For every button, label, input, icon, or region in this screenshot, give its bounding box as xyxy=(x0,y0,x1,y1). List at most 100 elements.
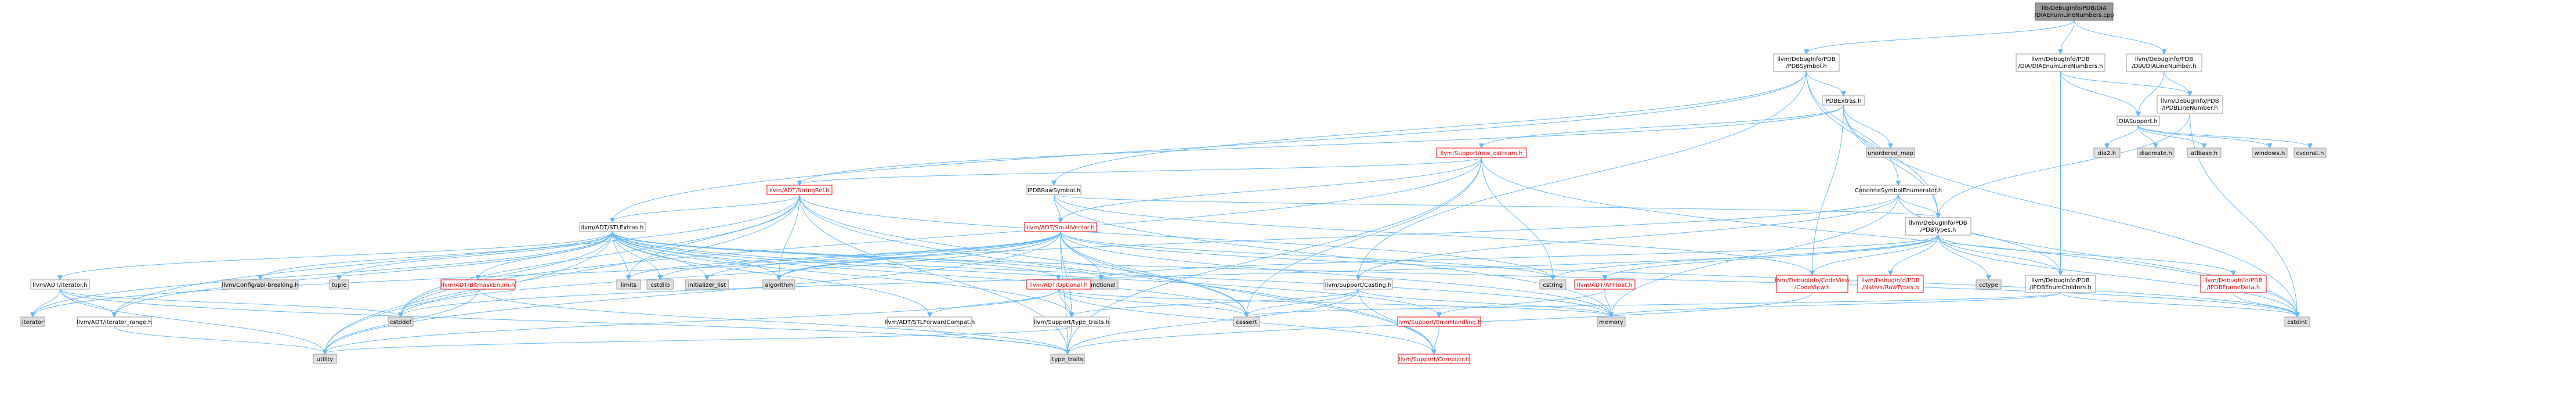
node-label-line: llvm/Support/Compiler.h xyxy=(1399,356,1469,363)
node-windows: windows.h xyxy=(2252,147,2288,158)
node-box xyxy=(1539,279,1566,290)
node-optional[interactable]: llvm/ADT/Optional.h xyxy=(1026,279,1091,290)
node-label-line: dia2.h xyxy=(2098,150,2116,157)
node-casting[interactable]: llvm/Support/Casting.h xyxy=(1323,279,1393,290)
edge-raw_ostream-to-cstring xyxy=(1481,157,1553,279)
node-label-line: llvm/DebugInfo/PDB xyxy=(2161,98,2219,105)
edge-smallvector-to-initializer_list xyxy=(707,231,1061,279)
edge-stlextras-to-cstdlib xyxy=(612,231,661,279)
node-label-line: windows.h xyxy=(2255,150,2285,157)
edge-iterator_h-to-iterator xyxy=(33,289,60,316)
edge-type_traits_h-to-utility xyxy=(325,326,1072,354)
node-nativerawtypes[interactable]: llvm/DebugInfo/PDB/Native/RawTypes.h xyxy=(1857,275,1924,293)
edge-concretesymbolenum-to-pdbtypes xyxy=(1898,194,1938,217)
node-functional: functional xyxy=(1084,279,1119,290)
node-stringref[interactable]: llvm/ADT/StringRef.h xyxy=(766,185,833,195)
edge-optional-to-cassert xyxy=(1058,289,1247,316)
node-compiler[interactable]: llvm/Support/Compiler.h xyxy=(1398,354,1470,364)
node-label-line: llvm/Support/raw_ostream.h xyxy=(1441,150,1523,157)
node-iterator_h[interactable]: llvm/ADT/iterator.h xyxy=(30,279,90,290)
edge-dialinenumber-to-ipdblinenumber xyxy=(2163,71,2190,95)
node-pdbtypes[interactable]: llvm/DebugInfo/PDB/PDBTypes.h xyxy=(1905,217,1971,236)
node-errorhandling[interactable]: llvm/Support/ErrorHandling.h xyxy=(1397,316,1482,327)
edge-stlextras-to-iterator xyxy=(33,231,613,316)
edge-smallvector-to-cassert xyxy=(1060,231,1247,316)
edge-smallvector-to-cstring xyxy=(1060,231,1553,279)
edge-root-to-diaenumlinenumbers xyxy=(2061,20,2075,53)
edge-ipdbrawsymbol-to-memory xyxy=(1054,194,1612,316)
node-label-line: cassert xyxy=(1236,319,1257,326)
node-apfloat[interactable]: llvm/ADT/APFloat.h xyxy=(1574,279,1636,290)
edge-smallvector-to-iterator xyxy=(33,231,1061,316)
node-box xyxy=(2116,116,2160,126)
node-box xyxy=(1397,316,1481,327)
edge-ipdbrawsymbol-to-pdbtypes xyxy=(1054,194,1938,217)
edge-smallvector-to-memory xyxy=(1060,231,1611,316)
edge-stlextras-to-iterator_h xyxy=(60,231,613,279)
node-ipdblinenumber[interactable]: llvm/DebugInfo/PDB/IPDBLineNumber.h xyxy=(2157,95,2223,114)
edge-stringref-to-cstddef xyxy=(401,194,800,316)
node-label-line: /DIA/DIAEnumLineNumbers.h xyxy=(2018,63,2103,70)
node-iterator_range[interactable]: llvm/ADT/iterator_range.h xyxy=(77,316,152,327)
node-type_traits: type_traits xyxy=(1050,354,1085,364)
node-box xyxy=(30,279,90,290)
node-box xyxy=(313,354,337,364)
node-label-line: cstdint xyxy=(2287,319,2307,326)
node-diasupport[interactable]: DIASupport.h xyxy=(2116,116,2160,126)
node-pdbextras[interactable]: PDBExtras.h xyxy=(1822,95,1865,106)
node-diaenumlinenumbers[interactable]: llvm/DebugInfo/PDB/DIA/DIAEnumLineNumber… xyxy=(2016,53,2105,72)
node-label-line: llvm/DebugInfo/PDB xyxy=(2204,278,2262,284)
node-cvconst: cvconst.h xyxy=(2293,147,2327,158)
edge-stringref-to-cstring xyxy=(799,194,1553,279)
node-box xyxy=(685,279,729,290)
node-dia2: dia2.h xyxy=(2093,147,2121,158)
node-concretesymbolenum[interactable]: ConcreteSymbolEnumerator.h xyxy=(1855,185,1942,195)
node-cassert: cassert xyxy=(1233,316,1260,327)
node-label-line: llvm/DebugInfo/PDB xyxy=(2031,56,2089,63)
edge-pdbsymbol-to-pdbextras xyxy=(1806,71,1844,95)
node-cctype: cctype xyxy=(1976,279,2002,290)
node-dialinenumber[interactable]: llvm/DebugInfo/PDB/DIA/DIALineNumber.h xyxy=(2126,53,2202,72)
node-codeview[interactable]: llvm/DebugInfo/CodeView/CodeView.h xyxy=(1775,275,1850,293)
edge-pdbtypes-to-cstring xyxy=(1553,235,1938,279)
edge-stringref-to-algorithm xyxy=(779,194,800,279)
edge-stlextras-to-memory xyxy=(612,231,1612,316)
node-label-line: PDBExtras.h xyxy=(1826,98,1862,105)
edge-type_traits_h-to-type_traits xyxy=(1068,326,1072,354)
node-raw_ostream[interactable]: llvm/Support/raw_ostream.h xyxy=(1436,147,1527,158)
node-root[interactable]: lib/DebugInfo/PDB/DIA/DIAEnumLineNumbers… xyxy=(2034,2,2114,21)
node-label-line: llvm/ADT/StringRef.h xyxy=(769,188,829,194)
node-label-line: cstddef xyxy=(390,319,411,326)
node-pdbsymbol[interactable]: llvm/DebugInfo/PDB/PDBSymbol.h xyxy=(1773,53,1840,72)
edge-pdbextras-to-raw_ostream xyxy=(1482,105,1844,147)
edge-smallvector-to-cstdint xyxy=(1060,231,2298,316)
edge-root-to-dialinenumber xyxy=(2074,20,2164,53)
edge-pdbsymbol-to-ipdbrawsymbol xyxy=(1054,71,1807,185)
node-box xyxy=(887,316,972,327)
node-label-line: llvm/ADT/SmallVector.h xyxy=(1027,225,1095,231)
edge-diaenumlinenumbers-to-diasupport xyxy=(2060,71,2139,116)
node-box xyxy=(1050,354,1085,364)
node-ipdbenumchildren[interactable]: llvm/DebugInfo/PDB/IPDBEnumChildren.h xyxy=(2025,275,2096,293)
node-box xyxy=(2187,147,2222,158)
node-stlforwardcompat[interactable]: llvm/ADT/STLForwardCompat.h xyxy=(885,316,975,327)
node-label-line: ConcreteSymbolEnumerator.h xyxy=(1855,188,1942,194)
node-stlextras[interactable]: llvm/ADT/STLExtras.h xyxy=(579,222,646,232)
node-box xyxy=(1773,53,1840,72)
node-cstddef: cstddef xyxy=(388,316,414,327)
node-bitmaskenum[interactable]: llvm/ADT/BitmaskEnum.h xyxy=(440,279,516,290)
node-box xyxy=(388,316,414,327)
edge-concretesymbolenum-to-algorithm xyxy=(779,194,1899,279)
node-ipdbframedata[interactable]: llvm/DebugInfo/PDB/IPDBFrameData.h xyxy=(2200,275,2267,293)
node-label-line: tuple xyxy=(332,282,347,289)
node-smallvector[interactable]: llvm/ADT/SmallVector.h xyxy=(1024,222,1097,232)
node-label-line: /CodeView.h xyxy=(1794,284,1830,291)
node-ipdbrawsymbol[interactable]: IPDBRawSymbol.h xyxy=(1026,185,1081,195)
node-box xyxy=(1026,185,1081,195)
edge-stlextras-to-iterator_range xyxy=(114,231,613,316)
edge-pdbextras-to-unordered_map xyxy=(1843,105,1891,147)
node-box xyxy=(579,222,646,232)
edge-bitmaskenum-to-type_traits xyxy=(477,289,1068,354)
node-type_traits_h[interactable]: llvm/Support/type_traits.h xyxy=(1033,316,1110,327)
node-iterator: iterator xyxy=(20,316,45,327)
